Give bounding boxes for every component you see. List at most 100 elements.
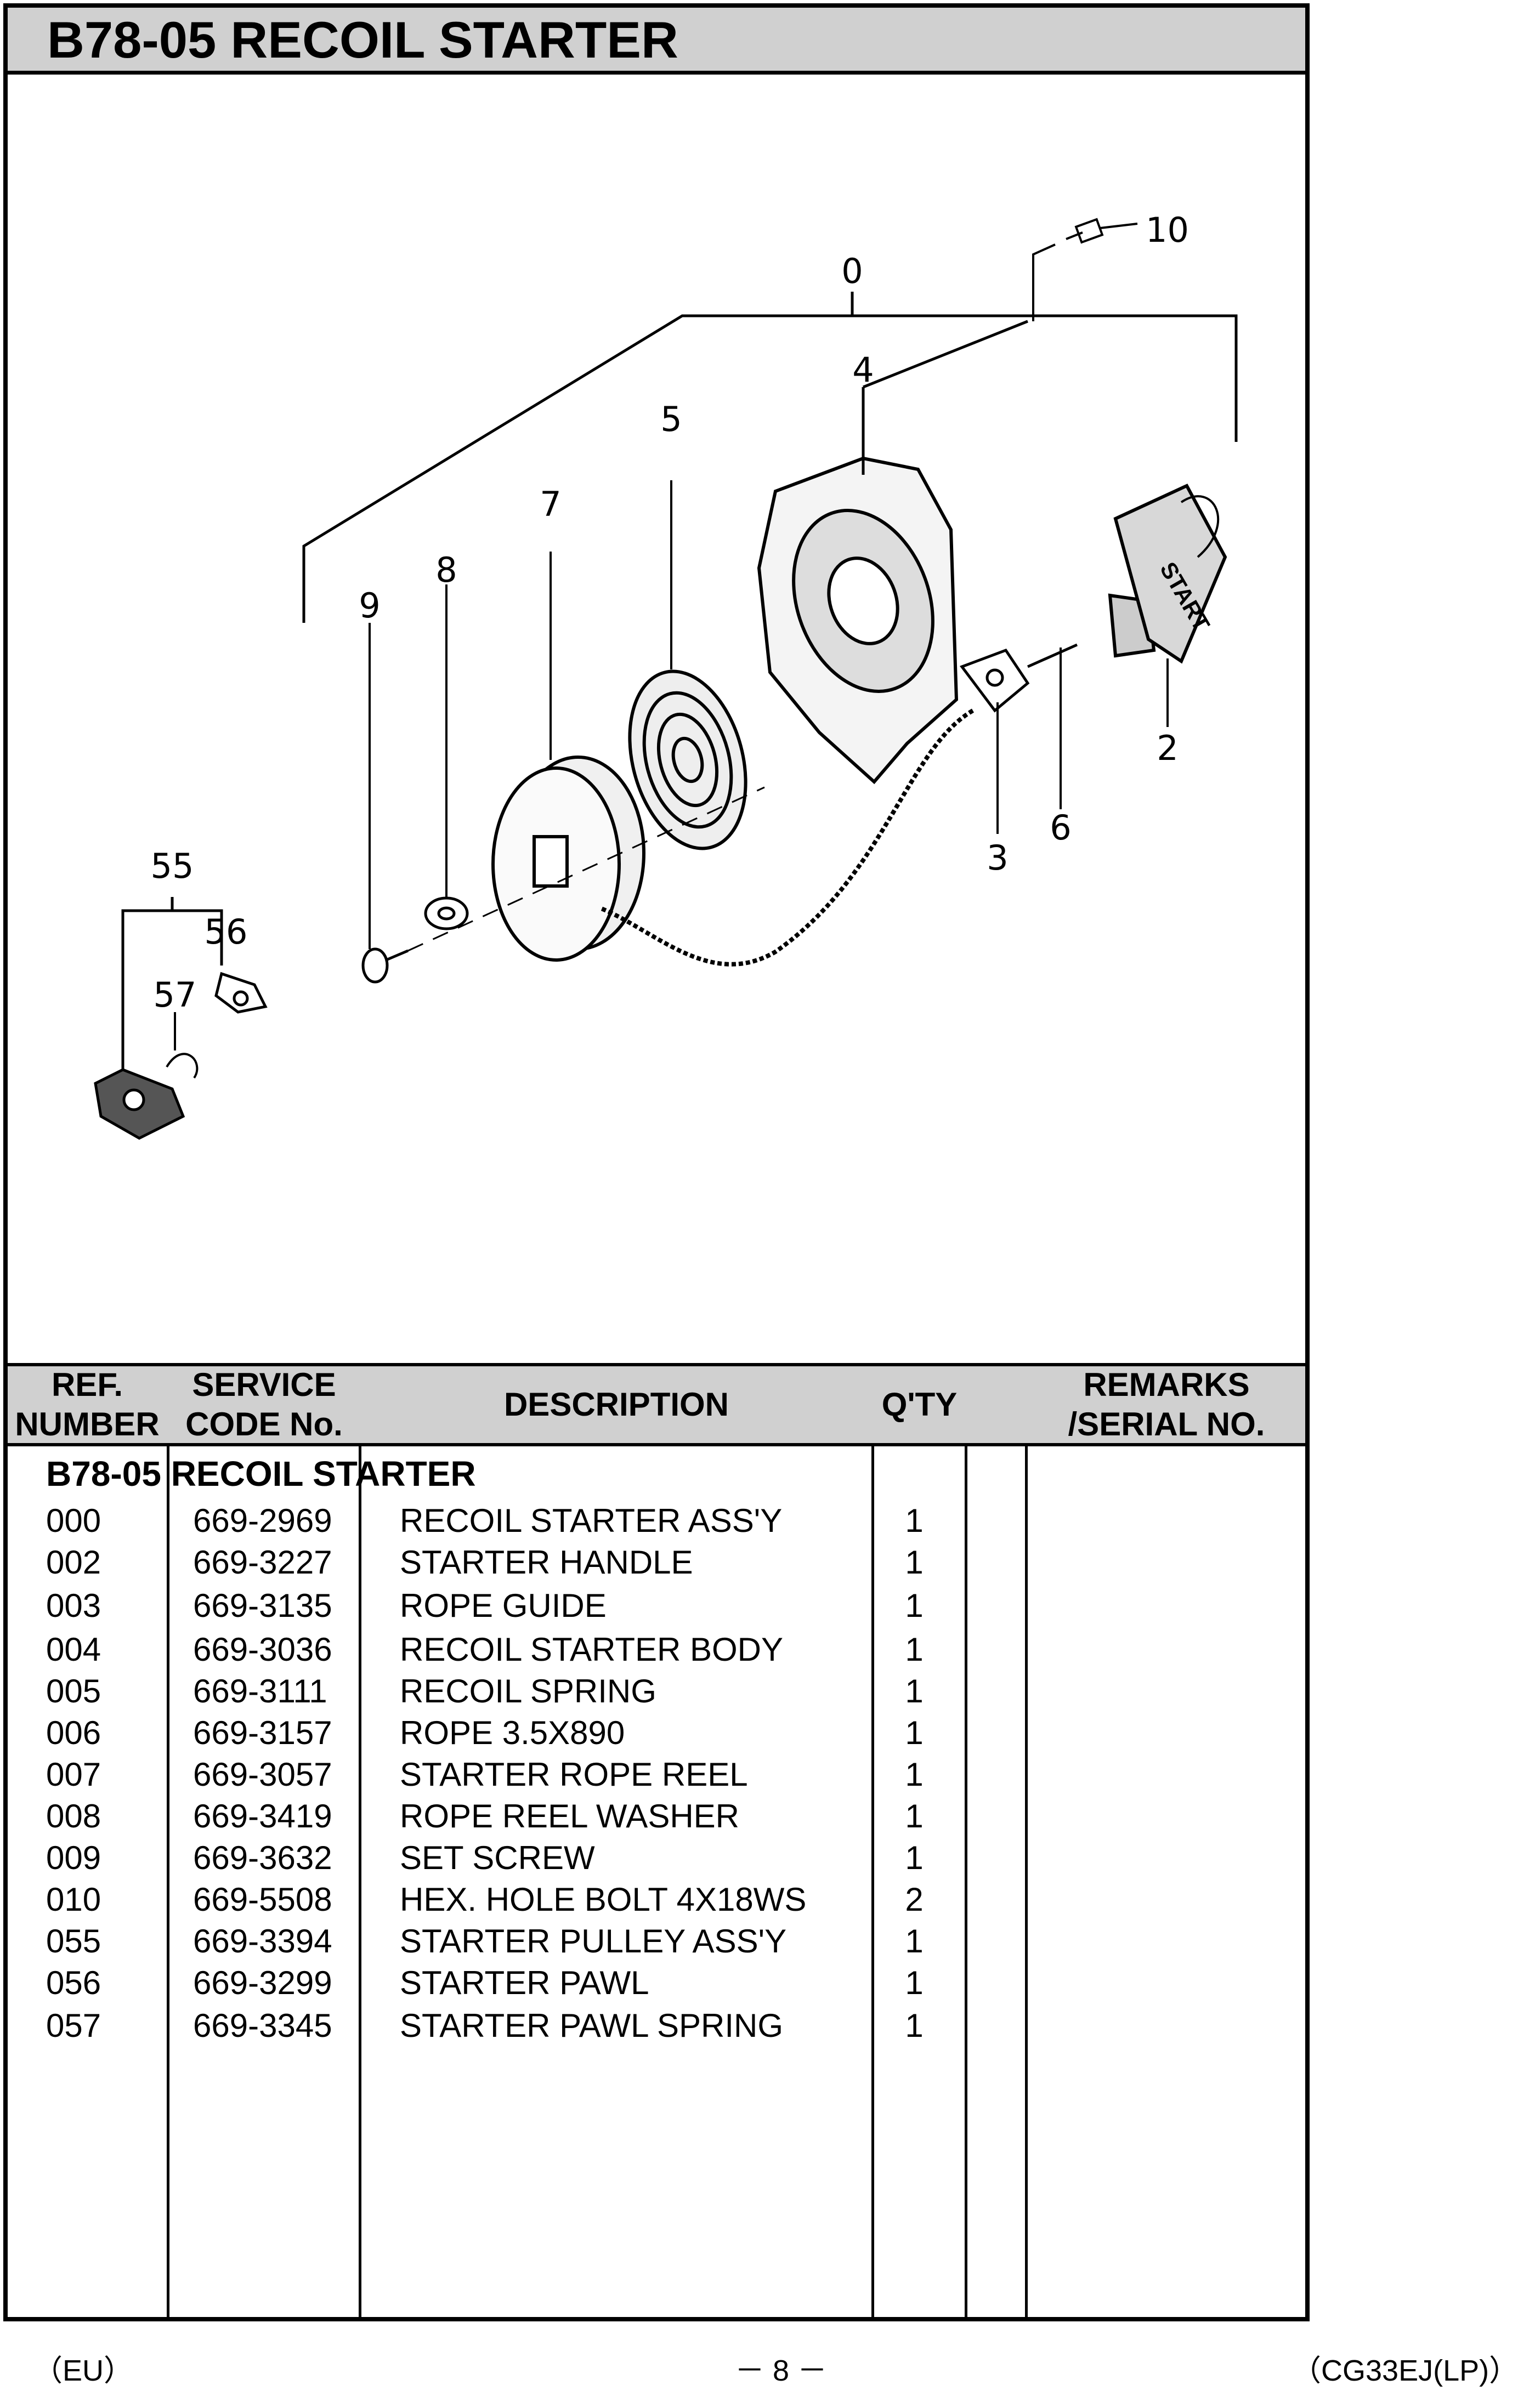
- header-description: DESCRIPTION: [503, 1386, 729, 1423]
- description: RECOIL STARTER BODY: [400, 1631, 784, 1668]
- label-9: 9: [359, 586, 380, 626]
- description: ROPE REEL WASHER: [400, 1798, 740, 1835]
- service-code: 669-3036: [193, 1631, 332, 1668]
- rope-reel-washer-part-8: [424, 584, 469, 930]
- description: RECOIL SPRING: [400, 1673, 656, 1710]
- recoil-spring-part-5: [628, 480, 747, 850]
- label-3: 3: [987, 838, 1008, 878]
- description: STARTER PULLEY ASS'Y: [400, 1923, 787, 1960]
- hex-bolt-part-10: [1032, 218, 1138, 321]
- service-code: 669-3157: [193, 1714, 332, 1751]
- starter-pawl-spring-part-57: [166, 1012, 199, 1079]
- header-remarks: REMARKS /SERIAL NO.: [1068, 1366, 1265, 1442]
- service-code: 669-3345: [193, 2007, 332, 2044]
- parts-table: REF. NUMBER SERVICE CODE No. DESCRIPTION…: [8, 1363, 1305, 2321]
- service-code: 669-3227: [193, 1544, 332, 1581]
- table-header: REF. NUMBER SERVICE CODE No. DESCRIPTION…: [8, 1363, 1305, 1446]
- ref-number: 005: [46, 1673, 101, 1710]
- description: ROPE 3.5X890: [400, 1714, 625, 1751]
- assembly-bracket: [302, 314, 1238, 623]
- label-57: 57: [154, 975, 197, 1015]
- service-code: 669-3419: [193, 1798, 332, 1835]
- ref-number: 057: [46, 2007, 101, 2044]
- description: STARTER PAWL SPRING: [400, 2007, 783, 2044]
- label-55: 55: [151, 846, 194, 886]
- label-5: 5: [660, 399, 682, 439]
- table-row: 003 669-3135 ROPE GUIDE 1: [8, 1585, 1305, 1627]
- section-title: B78-05 RECOIL STARTER: [46, 1454, 476, 1493]
- table-row: 057 669-3345 STARTER PAWL SPRING 1: [8, 2005, 1305, 2047]
- quantity: 1: [905, 2007, 924, 2044]
- description: STARTER HANDLE: [400, 1544, 693, 1581]
- diagram-svg: START 0 10 4 5 7: [94, 210, 1238, 1140]
- exploded-parts-diagram: START 0 10 4 5 7: [8, 75, 1305, 1363]
- column-divider: [965, 1363, 967, 2321]
- table-row: 010 669-5508 HEX. HOLE BOLT 4X18WS 2: [8, 1879, 1305, 1921]
- ref-number: 004: [46, 1631, 101, 1668]
- table-row: 007 669-3057 STARTER ROPE REEL 1: [8, 1754, 1305, 1796]
- quantity: 1: [905, 1923, 924, 1960]
- column-divider: [167, 1363, 169, 2321]
- table-row: 005 669-3111 RECOIL SPRING 1: [8, 1671, 1305, 1712]
- starter-pulley-part-55: [94, 1068, 185, 1140]
- service-code: 669-5508: [193, 1881, 332, 1918]
- quantity: 2: [905, 1881, 924, 1918]
- table-row: 002 669-3227 STARTER HANDLE 1: [8, 1542, 1305, 1583]
- column-divider: [359, 1363, 361, 2321]
- rope-guide-part-3: [959, 648, 1030, 834]
- table-row: 055 669-3394 STARTER PULLEY ASS'Y 1: [8, 1921, 1305, 1962]
- label-8: 8: [435, 550, 457, 590]
- column-divider: [1025, 1363, 1028, 2321]
- ref-number: 002: [46, 1544, 101, 1581]
- footer-page-number: － 8 －: [735, 2354, 828, 2387]
- table-row: 008 669-3419 ROPE REEL WASHER 1: [8, 1796, 1305, 1837]
- quantity: 1: [905, 1502, 924, 1539]
- ref-number: 009: [46, 1839, 101, 1876]
- service-code: 669-3394: [193, 1923, 332, 1960]
- starter-rope-reel-part-7: [491, 552, 645, 962]
- ref-number: 003: [46, 1587, 101, 1624]
- description: RECOIL STARTER ASS'Y: [400, 1502, 783, 1539]
- service-code: 669-2969: [193, 1502, 332, 1539]
- header-ref-number: REF. NUMBER: [15, 1366, 160, 1442]
- service-code: 669-3299: [193, 1964, 332, 2001]
- label-4: 4: [852, 350, 874, 390]
- service-code: 669-3632: [193, 1839, 332, 1876]
- description: SET SCREW: [400, 1839, 595, 1876]
- service-code: 669-3111: [193, 1673, 327, 1710]
- ref-number: 006: [46, 1714, 101, 1751]
- quantity: 1: [905, 1631, 924, 1668]
- quantity: 1: [905, 1839, 924, 1876]
- quantity: 1: [905, 1544, 924, 1581]
- table-row: 009 669-3632 SET SCREW 1: [8, 1837, 1305, 1879]
- ref-number: 010: [46, 1881, 101, 1918]
- description: STARTER ROPE REEL: [400, 1756, 748, 1793]
- header-service-code: SERVICE CODE No.: [185, 1366, 343, 1442]
- starter-pawl-part-56: [214, 972, 268, 1014]
- service-code: 669-3135: [193, 1587, 332, 1624]
- label-0: 0: [841, 251, 863, 291]
- service-code: 669-3057: [193, 1756, 332, 1793]
- quantity: 1: [905, 1964, 924, 2001]
- table-row: 004 669-3036 RECOIL STARTER BODY 1: [8, 1629, 1305, 1671]
- quantity: 1: [905, 1673, 924, 1710]
- description: STARTER PAWL: [400, 1964, 649, 2001]
- quantity: 1: [905, 1756, 924, 1793]
- label-2: 2: [1157, 728, 1178, 768]
- starter-handle-part-2: START: [1108, 484, 1227, 727]
- rope-part-6: [599, 643, 1078, 967]
- footer-right: （CG33EJ(LP)）: [1292, 2354, 1518, 2387]
- label-10: 10: [1146, 210, 1189, 250]
- description: ROPE GUIDE: [400, 1587, 607, 1624]
- quantity: 1: [905, 1798, 924, 1835]
- table-row: 006 669-3157 ROPE 3.5X890 1: [8, 1712, 1305, 1754]
- description: HEX. HOLE BOLT 4X18WS: [400, 1881, 807, 1918]
- label-56: 56: [205, 912, 248, 952]
- ref-number: 008: [46, 1798, 101, 1835]
- title-bar: B78-05 RECOIL STARTER: [8, 8, 1305, 75]
- page-title: B78-05 RECOIL STARTER: [47, 11, 678, 69]
- quantity: 1: [905, 1587, 924, 1624]
- ref-number: 056: [46, 1964, 101, 2001]
- column-divider: [871, 1363, 874, 2321]
- recoil-starter-body-part-4: [757, 320, 1028, 785]
